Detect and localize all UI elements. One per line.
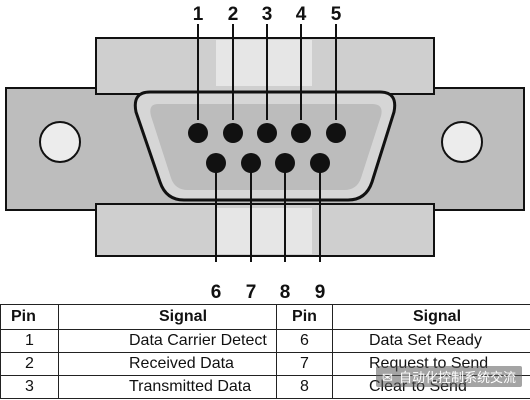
cell-pin-left: 2 (0, 352, 59, 376)
pin-label-7: 7 (246, 282, 257, 303)
watermark-text: 自动化控制系统交流 (399, 371, 517, 386)
table-row: 2 Received Data 7 Request to Send (0, 352, 530, 376)
pin-8 (275, 153, 295, 173)
cell-pin-left: 1 (0, 329, 59, 353)
header-signal-left: Signal (58, 304, 277, 330)
header-pin-right: Pin (276, 304, 333, 330)
pin-2 (223, 123, 243, 143)
connector-face-inner (150, 104, 382, 190)
table-row: 3 Transmitted Data 8 Clear to Send (0, 375, 530, 399)
cell-pin-right: 6 (276, 329, 333, 353)
cell-pin-right: 8 (276, 375, 333, 399)
cell-signal-left: Data Carrier Detect (58, 329, 277, 353)
pin-label-4: 4 (296, 4, 307, 25)
table-header-row: Pin Signal Pin Signal (0, 304, 530, 330)
db9-connector-diagram: 1 2 3 4 5 6 7 8 9 (5, 4, 525, 303)
pin-7 (241, 153, 261, 173)
cell-signal-left: Transmitted Data (58, 375, 277, 399)
pin-label-9: 9 (315, 282, 326, 303)
pin-signal-table: Pin Signal Pin Signal 1 Data Carrier Det… (0, 304, 530, 399)
pin-label-5: 5 (331, 4, 342, 25)
pin-9 (310, 153, 330, 173)
header-signal-right: Signal (332, 304, 530, 330)
table-row: 1 Data Carrier Detect 6 Data Set Ready (0, 329, 530, 353)
pin-label-2: 2 (228, 4, 239, 25)
pin-4 (291, 123, 311, 143)
pin-label-3: 3 (262, 4, 273, 25)
pin-5 (326, 123, 346, 143)
pin-3 (257, 123, 277, 143)
pin-6 (206, 153, 226, 173)
pin-label-6: 6 (211, 282, 222, 303)
watermark: ✉ 自动化控制系统交流 (376, 366, 523, 387)
pin-label-1: 1 (193, 4, 204, 25)
shell-bottom-slot (216, 208, 312, 254)
cell-pin-right: 7 (276, 352, 333, 376)
pin-1 (188, 123, 208, 143)
pin-label-8: 8 (280, 282, 291, 303)
shell-top-slot (216, 40, 312, 86)
mounting-hole-right (441, 121, 483, 163)
mounting-hole-left (39, 121, 81, 163)
wechat-icon: ✉ (382, 371, 393, 386)
cell-pin-left: 3 (0, 375, 59, 399)
cell-signal-left: Received Data (58, 352, 277, 376)
cell-signal-right: Data Set Ready (332, 329, 530, 353)
header-pin-left: Pin (0, 304, 59, 330)
